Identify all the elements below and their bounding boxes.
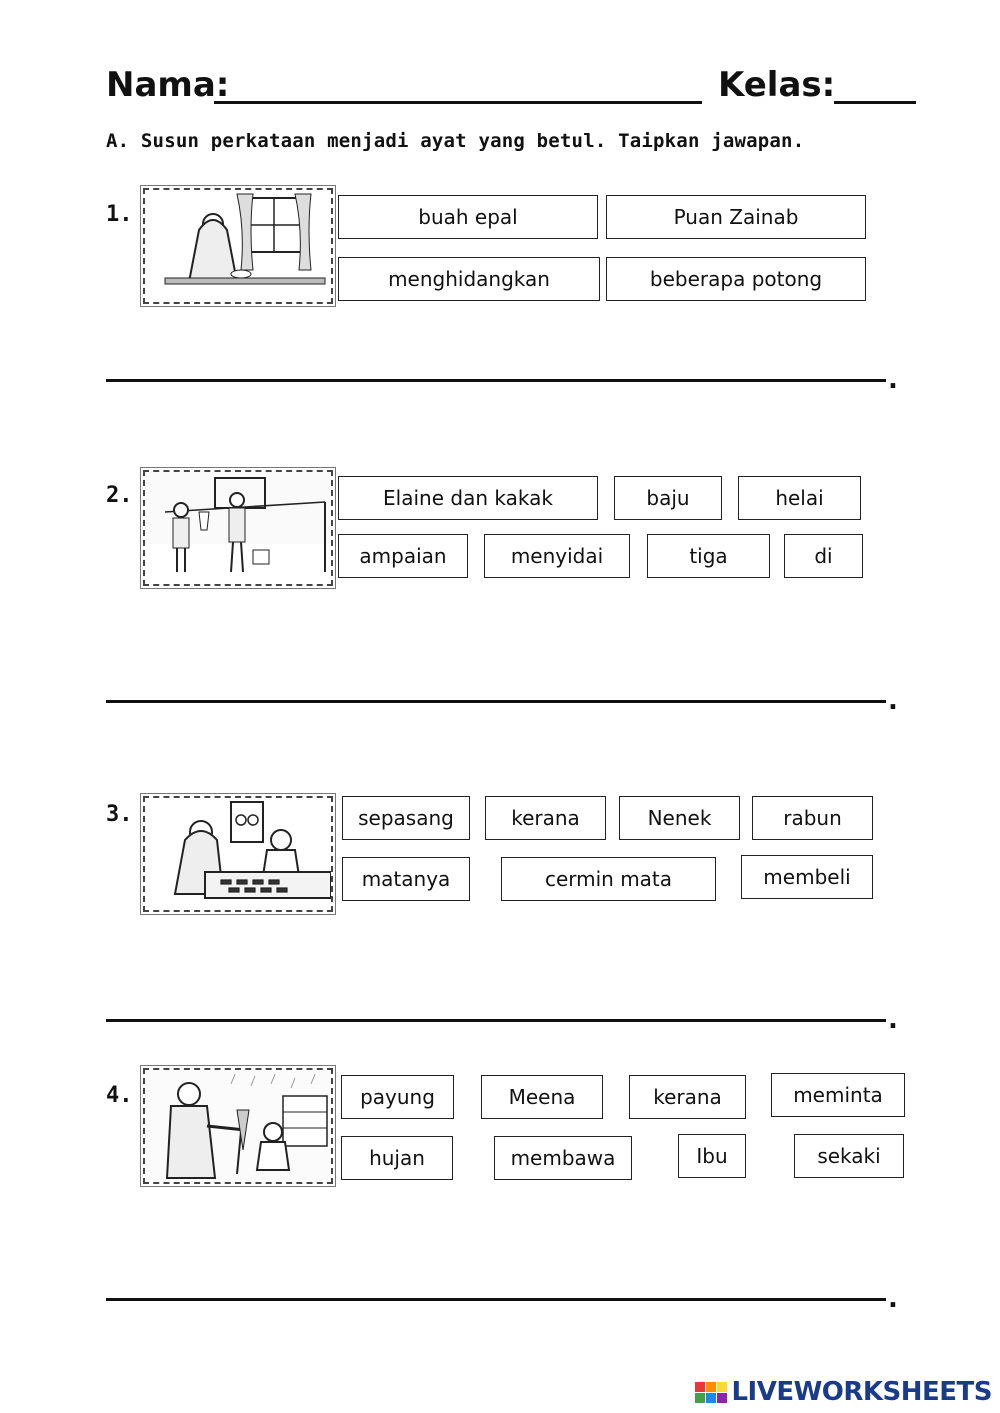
- answer-field-2[interactable]: [106, 700, 886, 703]
- word-tile[interactable]: membeli: [741, 855, 873, 899]
- liveworksheets-logo: LIVEWORKSHEETS: [695, 1377, 992, 1407]
- class-label: Kelas:: [718, 65, 836, 105]
- answer-terminator: .: [888, 686, 898, 716]
- word-tile[interactable]: ampaian: [338, 534, 468, 578]
- question-number: 3.: [106, 802, 133, 827]
- instruction-text: A. Susun perkataan menjadi ayat yang bet…: [106, 130, 805, 152]
- word-tile[interactable]: rabun: [752, 796, 873, 840]
- word-tile[interactable]: hujan: [341, 1136, 453, 1180]
- word-tile[interactable]: Puan Zainab: [606, 195, 866, 239]
- word-tile[interactable]: sepasang: [342, 796, 470, 840]
- word-tile[interactable]: kerana: [629, 1075, 746, 1119]
- logo-mark-icon: [695, 1381, 728, 1403]
- word-tile[interactable]: tiga: [647, 534, 770, 578]
- question-4-illustration: [140, 1065, 336, 1187]
- word-tile[interactable]: baju: [614, 476, 722, 520]
- word-tile[interactable]: payung: [341, 1075, 454, 1119]
- word-tile[interactable]: Nenek: [619, 796, 740, 840]
- question-number: 2.: [106, 483, 133, 508]
- word-tile[interactable]: Meena: [481, 1075, 603, 1119]
- word-tile[interactable]: cermin mata: [501, 857, 716, 901]
- answer-field-3[interactable]: [106, 1019, 886, 1022]
- brand-name: LIVEWORKSHEETS: [731, 1377, 992, 1407]
- word-tile[interactable]: Ibu: [678, 1134, 746, 1178]
- word-tile[interactable]: membawa: [494, 1136, 632, 1180]
- grandmother-buying-glasses-image: [173, 801, 331, 899]
- word-tile[interactable]: menghidangkan: [338, 257, 600, 301]
- question-2-illustration: [140, 467, 336, 589]
- word-tile[interactable]: matanya: [342, 857, 470, 901]
- question-1-illustration: [140, 185, 336, 307]
- word-tile[interactable]: sekaki: [794, 1134, 904, 1178]
- answer-field-4[interactable]: [106, 1298, 886, 1301]
- answer-terminator: .: [888, 365, 898, 395]
- answer-terminator: .: [888, 1005, 898, 1035]
- word-tile[interactable]: helai: [738, 476, 861, 520]
- question-3-illustration: [140, 793, 336, 915]
- answer-field-1[interactable]: [106, 379, 886, 382]
- girls-hanging-clothes-image: [145, 472, 331, 573]
- header: Nama: Kelas:: [106, 62, 918, 112]
- word-tile[interactable]: Elaine dan kakak: [338, 476, 598, 520]
- question-number: 1.: [106, 202, 133, 227]
- name-label: Nama:: [106, 65, 230, 105]
- class-field-line[interactable]: [834, 101, 916, 104]
- word-tile[interactable]: menyidai: [484, 534, 630, 578]
- word-tile[interactable]: meminta: [771, 1073, 905, 1117]
- word-tile[interactable]: di: [784, 534, 863, 578]
- woman-serving-apples-image: [164, 193, 326, 285]
- word-tile[interactable]: beberapa potong: [606, 257, 866, 301]
- word-tile[interactable]: buah epal: [338, 195, 598, 239]
- mother-giving-umbrella-image: [145, 1070, 331, 1182]
- answer-terminator: .: [888, 1284, 898, 1314]
- question-number: 4.: [106, 1083, 133, 1108]
- name-field-line[interactable]: [214, 101, 702, 104]
- word-tile[interactable]: kerana: [485, 796, 606, 840]
